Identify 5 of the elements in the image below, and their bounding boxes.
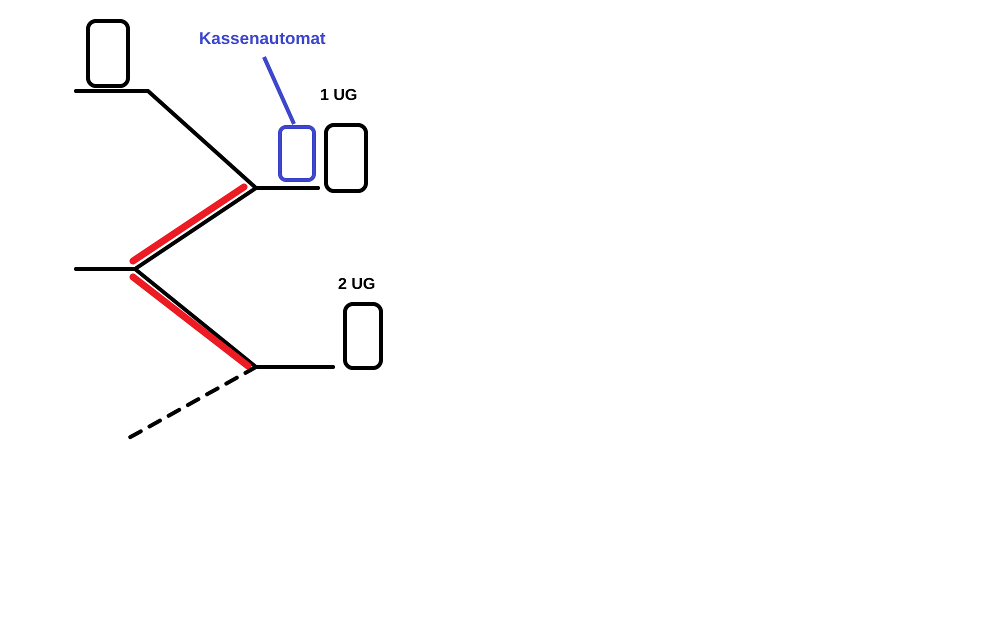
level-label: 2 UG: [338, 276, 376, 294]
level-label: 1 UG: [320, 87, 358, 105]
machine-box: [278, 125, 316, 182]
leader-line: [262, 56, 296, 125]
callout-text: Kassenautomat: [199, 29, 326, 49]
